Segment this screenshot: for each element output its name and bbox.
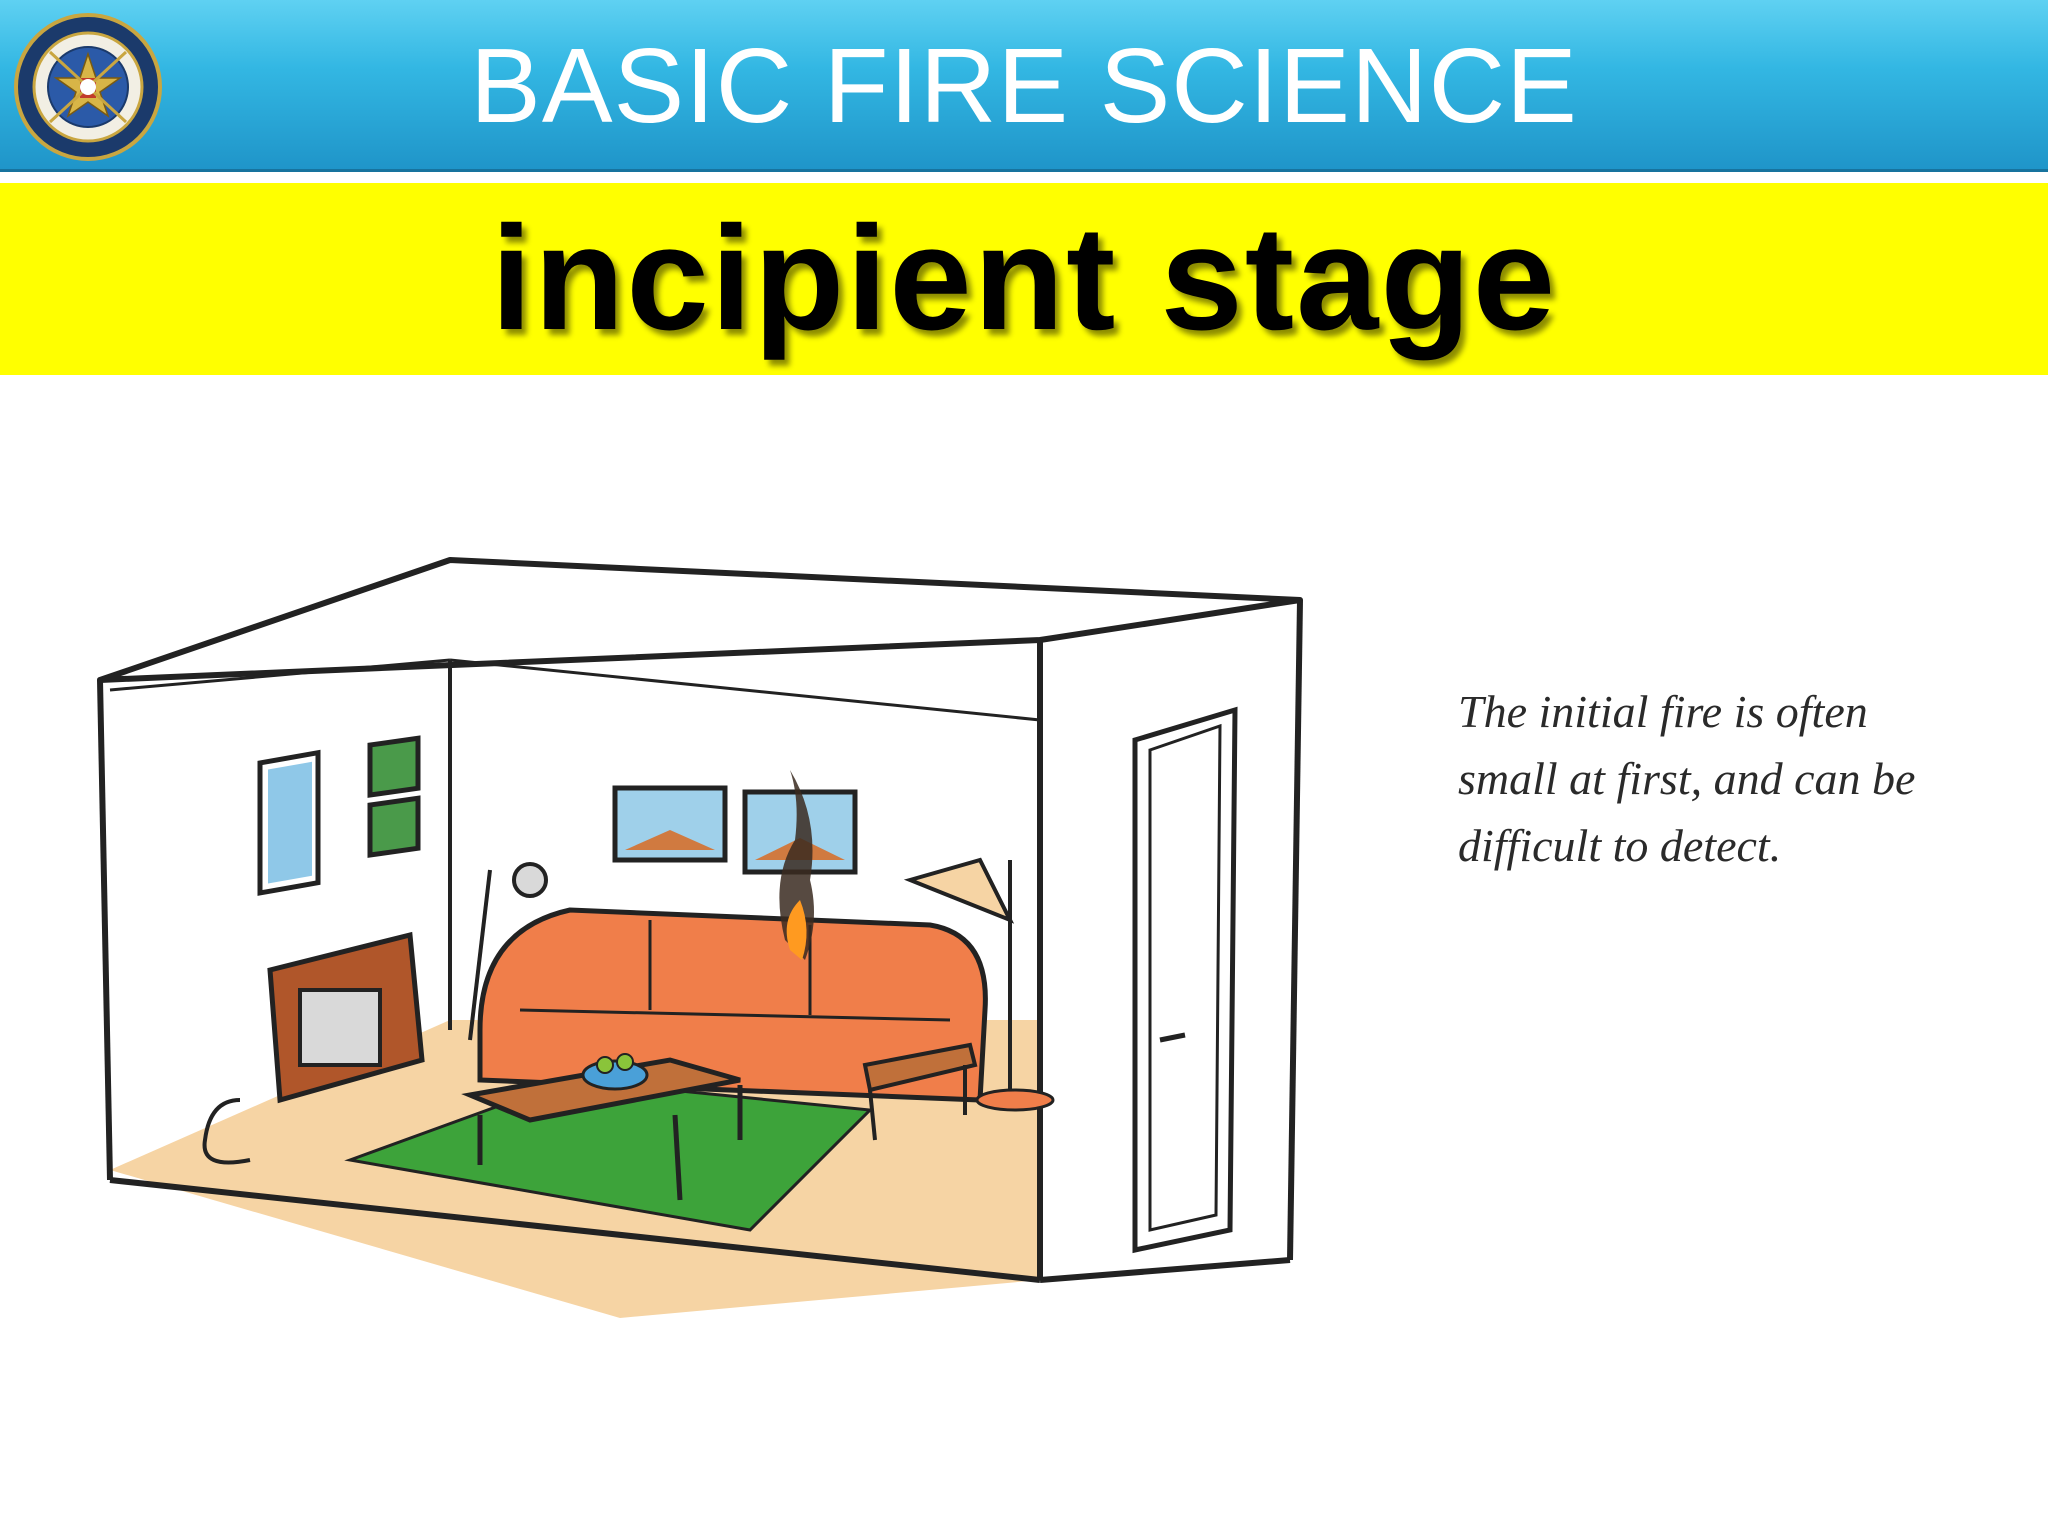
slide-caption: The initial fire is often small at first…: [1458, 678, 2018, 879]
caption-line: The initial fire is often: [1458, 686, 1868, 737]
subtitle-band: [0, 183, 2048, 375]
caption-line: small at first, and can be: [1458, 753, 1916, 804]
caption-line: difficult to detect.: [1458, 820, 1782, 871]
slide-header-title: BASIC FIRE SCIENCE: [470, 26, 1578, 145]
slide-subtitle: incipient stage: [490, 196, 1558, 361]
header-bar: [0, 0, 2048, 172]
fire-protection-seal-icon: [14, 13, 162, 161]
living-room-fire-illustration: [97, 557, 1303, 1318]
